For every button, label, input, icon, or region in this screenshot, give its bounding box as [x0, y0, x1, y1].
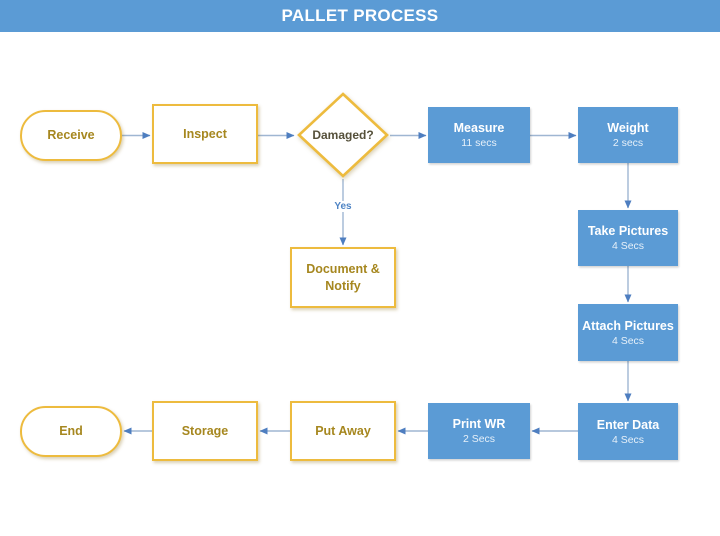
- node-label: Document & Notify: [306, 261, 380, 293]
- node-end: End: [20, 406, 122, 457]
- node-duration: 2 secs: [612, 137, 644, 149]
- node-print-wr: Print WR 2 Secs: [428, 403, 530, 459]
- page-title: PALLET PROCESS: [281, 6, 439, 25]
- node-measure: Measure 11 secs: [428, 107, 530, 163]
- decision-diamond-shape: [297, 92, 389, 178]
- node-label: Take Pictures: [587, 224, 669, 238]
- node-enter-data: Enter Data 4 Secs: [578, 403, 678, 460]
- node-label: Inspect: [183, 126, 227, 141]
- node-put-away: Put Away: [290, 401, 396, 461]
- node-duration: 4 Secs: [611, 433, 645, 446]
- node-attach-pictures: Attach Pictures 4 Secs: [578, 304, 678, 361]
- node-label: Damaged?: [312, 128, 374, 142]
- node-label: Attach Pictures: [582, 318, 674, 333]
- node-duration: 2 Secs: [462, 433, 496, 445]
- node-damaged: Damaged?: [296, 91, 390, 179]
- node-label: Measure: [453, 121, 505, 135]
- edge-label-yes: Yes: [326, 201, 360, 212]
- node-weight: Weight 2 secs: [578, 107, 678, 163]
- node-label: Print WR: [452, 417, 506, 431]
- node-label: Receive: [47, 128, 95, 143]
- node-document-notify: Document & Notify: [290, 247, 396, 308]
- node-label: Enter Data: [596, 417, 660, 432]
- node-storage: Storage: [152, 401, 258, 461]
- node-duration: 11 secs: [461, 137, 497, 149]
- node-duration: 4 Secs: [611, 334, 645, 347]
- node-take-pictures: Take Pictures 4 Secs: [578, 210, 678, 266]
- title-bar: PALLET PROCESS: [0, 0, 720, 32]
- node-label: Storage: [181, 423, 229, 438]
- node-label: Put Away: [315, 423, 371, 438]
- node-duration: 4 Secs: [611, 240, 645, 252]
- node-receive: Receive: [20, 110, 122, 161]
- node-label: Weight: [607, 121, 649, 135]
- node-inspect: Inspect: [152, 104, 258, 164]
- node-label: End: [59, 424, 83, 439]
